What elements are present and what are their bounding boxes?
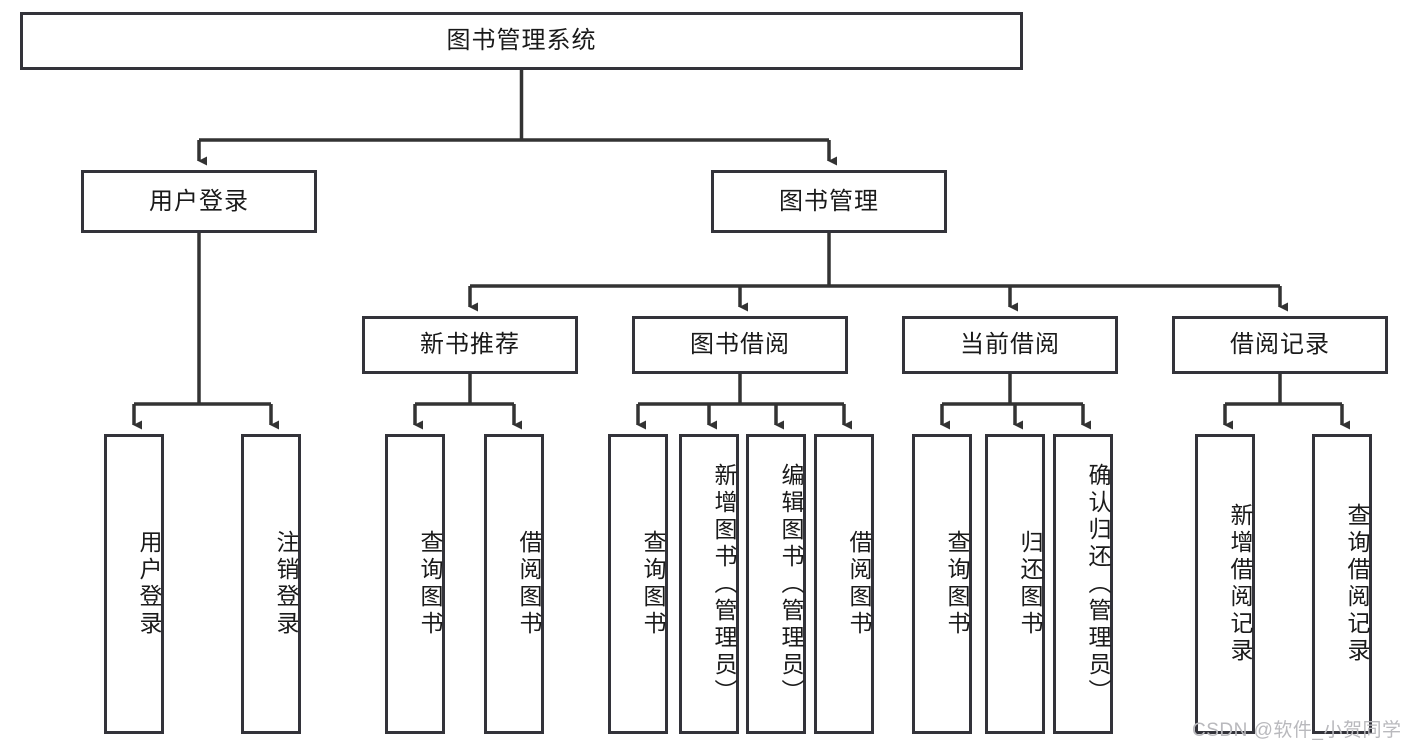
node-borrow-record[interactable]: 借阅记录 [1172,316,1388,374]
node-user-login[interactable]: 用户登录 [81,170,317,233]
node-label: 注销登录 [273,530,299,638]
node-label: 新增借阅记录 [1227,503,1253,665]
node-label: 借阅图书 [516,530,542,638]
node-leaf-return-book[interactable]: 归还图书 [985,434,1045,734]
node-leaf-edit-book[interactable]: 编辑图书（管理员） [746,434,806,734]
node-label: 查询图书 [417,530,443,638]
watermark-text: CSDN @软件_小贺同学 [1192,720,1402,741]
node-label: 图书借阅 [690,331,790,359]
node-label: 借阅图书 [846,530,872,638]
node-book-manage[interactable]: 图书管理 [711,170,947,233]
node-leaf-confirm-return[interactable]: 确认归还（管理员） [1053,434,1113,734]
node-label: 新书推荐 [420,331,520,359]
node-label: 用户登录 [136,530,162,638]
node-leaf-borrow-book-2[interactable]: 借阅图书 [814,434,874,734]
node-leaf-query-book-2[interactable]: 查询图书 [608,434,668,734]
node-label: 编辑图书（管理员） [778,462,804,706]
node-leaf-query-borrow-record[interactable]: 查询借阅记录 [1312,434,1372,734]
node-root[interactable]: 图书管理系统 [20,12,1023,70]
node-leaf-query-book-1[interactable]: 查询图书 [385,434,445,734]
node-label: 查询图书 [640,530,666,638]
node-current-borrow[interactable]: 当前借阅 [902,316,1118,374]
node-label: 用户登录 [149,187,249,215]
node-leaf-borrow-book-1[interactable]: 借阅图书 [484,434,544,734]
node-label: 归还图书 [1017,530,1043,638]
node-label: 确认归还（管理员） [1085,462,1111,706]
node-label: 新增图书（管理员） [711,462,737,706]
node-label: 图书管理系统 [446,27,597,55]
node-label: 查询借阅记录 [1344,503,1370,665]
node-label: 当前借阅 [960,331,1060,359]
node-book-borrow[interactable]: 图书借阅 [632,316,848,374]
node-leaf-add-borrow-record[interactable]: 新增借阅记录 [1195,434,1255,734]
node-label: 借阅记录 [1230,331,1330,359]
node-leaf-user-login[interactable]: 用户登录 [104,434,164,734]
node-label: 图书管理 [779,187,879,215]
node-new-book-recommend[interactable]: 新书推荐 [362,316,578,374]
node-leaf-query-book-3[interactable]: 查询图书 [912,434,972,734]
node-label: 查询图书 [944,530,970,638]
node-leaf-logout[interactable]: 注销登录 [241,434,301,734]
node-leaf-add-book[interactable]: 新增图书（管理员） [679,434,739,734]
